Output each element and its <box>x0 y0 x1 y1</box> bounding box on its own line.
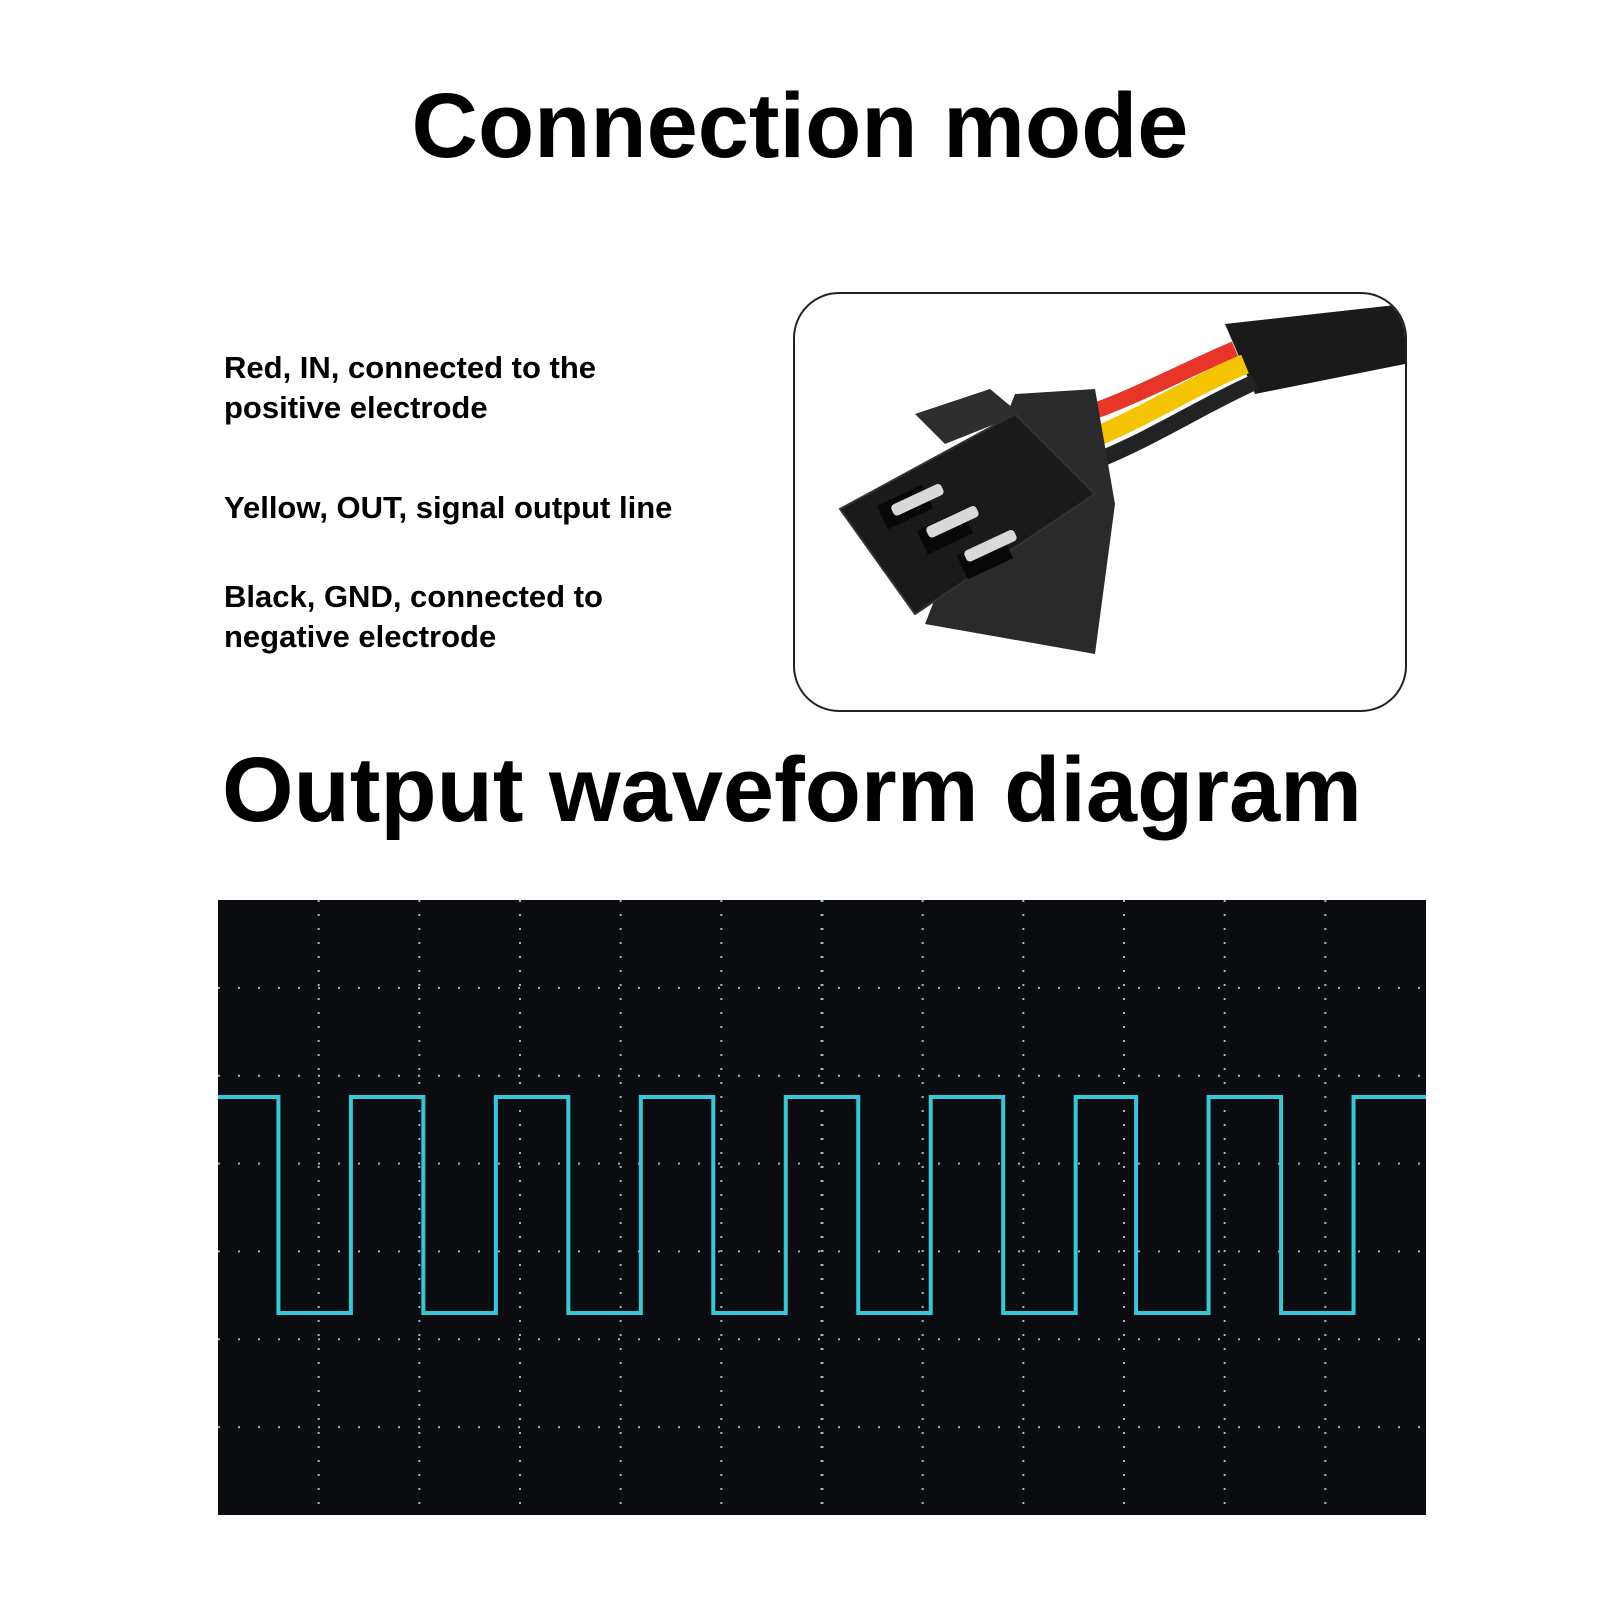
connector-illustration-frame <box>793 292 1407 712</box>
pin-2 <box>926 506 979 538</box>
oscilloscope-screen <box>218 900 1426 1515</box>
yellow-wire-description: Yellow, OUT, signal output line <box>224 490 673 525</box>
waveform-plot <box>218 900 1426 1515</box>
pin-1 <box>891 484 944 516</box>
pin-3 <box>964 530 1017 562</box>
black-wire-description: Black, GND, connected to negative electr… <box>224 579 603 654</box>
oscilloscope-grid <box>218 900 1426 1515</box>
connection-mode-heading: Connection mode <box>411 75 1189 177</box>
cable-jacket <box>1225 304 1405 394</box>
square-wave-trace <box>218 1095 1426 1315</box>
output-waveform-heading: Output waveform diagram <box>222 739 1362 841</box>
connector-illustration <box>838 304 1405 654</box>
connector-latch <box>915 389 1020 444</box>
red-wire-description: Red, IN, connected to the positive elect… <box>224 350 597 425</box>
